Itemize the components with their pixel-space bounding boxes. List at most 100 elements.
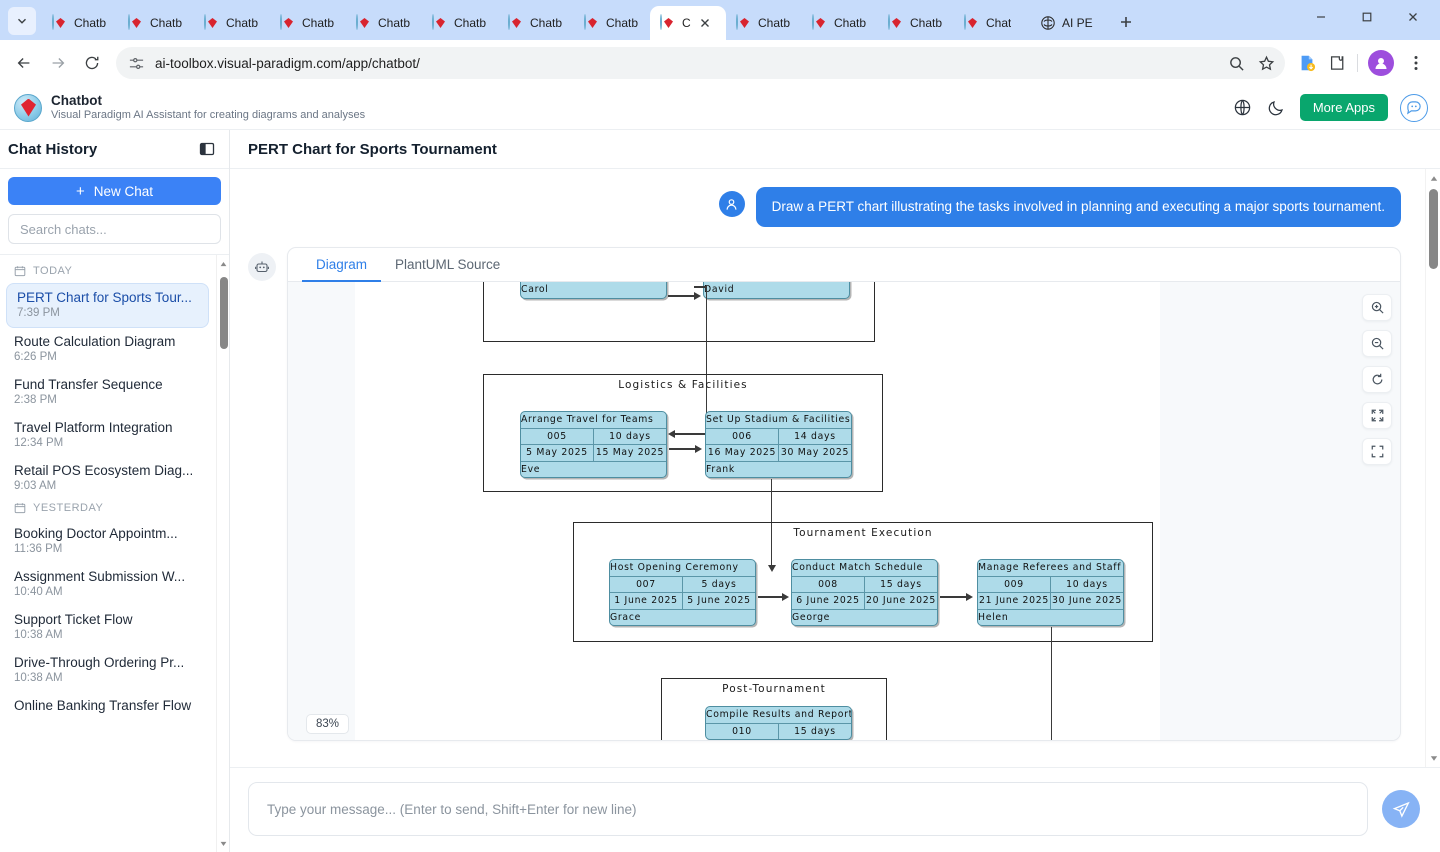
- browser-tab[interactable]: Chatb: [574, 6, 650, 40]
- zoom-level-badge: 83%: [306, 714, 350, 735]
- sidebar-header: Chat History: [0, 130, 229, 169]
- node-id: 009: [978, 576, 1051, 593]
- search-chats-input[interactable]: [8, 214, 221, 244]
- node-id: 006: [706, 428, 779, 445]
- page-title: PERT Chart for Sports Tournament: [248, 140, 497, 158]
- diagram-canvas-wrapper[interactable]: 003 10 days 10 Apr 2025 20 Apr 2025: [288, 282, 1400, 741]
- pert-node-008[interactable]: Conduct Match Schedule 008 15 days 6 Jun…: [791, 559, 938, 627]
- diagram-group-post: Post-Tournament: [661, 678, 887, 741]
- close-window-button[interactable]: [1390, 0, 1436, 34]
- chat-scroll-thumb[interactable]: [1429, 189, 1438, 269]
- zoom-in-button[interactable]: [1362, 294, 1392, 322]
- diagram-tab-plantuml-source[interactable]: PlantUML Source: [395, 257, 501, 273]
- browser-tab[interactable]: Chatb: [802, 6, 878, 40]
- vp-favicon: [280, 14, 296, 31]
- sidebar-scroll-thumb[interactable]: [219, 277, 228, 349]
- sidebar-collapse-button[interactable]: [197, 139, 217, 159]
- send-message-button[interactable]: [1382, 790, 1420, 828]
- edge-arrowhead: [694, 292, 701, 301]
- browser-tab[interactable]: Chat: [954, 6, 1030, 40]
- fit-screen-button[interactable]: [1362, 402, 1392, 430]
- fit-screen-icon: [1371, 409, 1383, 422]
- address-bar[interactable]: ai-toolbox.visual-paradigm.com/app/chatb…: [116, 47, 1285, 79]
- diagram-tab-diagram[interactable]: Diagram: [302, 248, 382, 283]
- profile-button[interactable]: [1368, 50, 1394, 76]
- chat-area: Draw a PERT chart illustrating the tasks…: [230, 169, 1440, 767]
- diagram-viewport[interactable]: 003 10 days 10 Apr 2025 20 Apr 2025: [288, 282, 1344, 741]
- language-button[interactable]: [1232, 97, 1254, 119]
- chat-item-time: 9:03 AM: [14, 480, 57, 492]
- zoom-indicator-button[interactable]: [1223, 50, 1249, 76]
- reset-zoom-button[interactable]: [1362, 366, 1392, 394]
- save-page-button[interactable]: [1293, 49, 1321, 77]
- chat-history-item[interactable]: Retail POS Ecosystem Diag...9:03 AM: [0, 457, 217, 500]
- new-chat-button[interactable]: + New Chat: [8, 177, 221, 205]
- chat-history-item[interactable]: Drive-Through Ordering Pr...10:38 AM: [0, 649, 217, 692]
- pert-node-009[interactable]: Manage Referees and Staff 009 10 days 21…: [977, 559, 1124, 627]
- chat-history-item-active[interactable]: PERT Chart for Sports Tour...7:39 PM: [6, 283, 209, 328]
- scroll-down-arrow-icon[interactable]: [1426, 750, 1440, 765]
- browser-tab[interactable]: Chatb: [194, 6, 270, 40]
- diagram-canvas[interactable]: 003 10 days 10 Apr 2025 20 Apr 2025: [355, 282, 1160, 741]
- pert-node-004[interactable]: 004 10 days 21 Apr 2025 30 Apr 2025: [703, 282, 850, 299]
- browser-tab[interactable]: Chatb: [346, 6, 422, 40]
- extensions-button[interactable]: [1323, 49, 1351, 77]
- node-start: 21 June 2025: [978, 593, 1051, 609]
- user-message-row: Draw a PERT chart illustrating the tasks…: [248, 187, 1401, 228]
- pert-node-010[interactable]: Compile Results and Reports 010 15 days: [705, 706, 852, 741]
- scroll-up-arrow-icon[interactable]: [217, 257, 229, 271]
- scroll-up-arrow-icon[interactable]: [1426, 171, 1440, 186]
- tab-search-dropdown-button[interactable]: [8, 7, 36, 35]
- more-apps-button[interactable]: More Apps: [1299, 94, 1388, 121]
- minimize-button[interactable]: [1298, 0, 1344, 34]
- edge-008-009: [940, 596, 968, 598]
- theme-toggle-button[interactable]: [1266, 97, 1288, 119]
- chat-history-item[interactable]: Online Banking Transfer Flow: [0, 692, 217, 721]
- save-page-icon: [1301, 55, 1316, 72]
- pert-node-006[interactable]: Set Up Stadium & Facilities 006 14 days …: [705, 411, 852, 479]
- browser-menu-button[interactable]: [1400, 47, 1432, 79]
- sidebar-scrollbar[interactable]: [216, 255, 229, 852]
- chat-history-item[interactable]: Assignment Submission W...10:40 AM: [0, 563, 217, 606]
- pert-node-003[interactable]: 003 10 days 10 Apr 2025 20 Apr 2025: [520, 282, 667, 299]
- reload-button[interactable]: [76, 47, 108, 79]
- browser-tab[interactable]: AI PE: [1030, 6, 1106, 40]
- scroll-down-arrow-icon[interactable]: [217, 836, 229, 850]
- kebab-menu-icon: [1414, 56, 1418, 70]
- zoom-out-button[interactable]: [1362, 330, 1392, 358]
- tab-label: Chatb: [834, 16, 867, 30]
- fullscreen-button[interactable]: [1362, 438, 1392, 466]
- chat-history-item[interactable]: Booking Doctor Appointm...11:36 PM: [0, 520, 217, 563]
- tab-label: Chatb: [74, 16, 107, 30]
- tab-label: Chatb: [454, 16, 487, 30]
- node-end: 30 June 2025: [1051, 595, 1123, 607]
- chat-scrollbar[interactable]: [1425, 169, 1440, 767]
- browser-tab[interactable]: Chatb: [878, 6, 954, 40]
- browser-tab[interactable]: Chatb: [498, 6, 574, 40]
- browser-tab[interactable]: Chatb: [118, 6, 194, 40]
- tab-close-button[interactable]: [697, 15, 713, 31]
- history-group-label: YESTERDAY: [33, 502, 104, 514]
- browser-tab[interactable]: Chatb: [270, 6, 346, 40]
- back-button[interactable]: [8, 47, 40, 79]
- chat-assistant-button[interactable]: [1400, 93, 1428, 122]
- browser-tab[interactable]: Chatb: [726, 6, 802, 40]
- diagram-group-execution: Tournament Execution: [573, 522, 1153, 643]
- diagram-card-tabs: Diagram PlantUML Source: [288, 248, 1400, 283]
- pert-node-005[interactable]: Arrange Travel for Teams 005 10 days 5 M…: [520, 411, 667, 479]
- message-input[interactable]: [248, 782, 1368, 836]
- forward-button[interactable]: [42, 47, 74, 79]
- browser-tab[interactable]: Chatb: [422, 6, 498, 40]
- bookmark-button[interactable]: [1253, 50, 1279, 76]
- maximize-button[interactable]: [1344, 0, 1390, 34]
- browser-tab-active[interactable]: C: [650, 6, 726, 40]
- app-brand: Chatbot Visual Paradigm AI Assistant for…: [14, 93, 365, 122]
- browser-tab[interactable]: Chatb: [42, 6, 118, 40]
- pert-node-007[interactable]: Host Opening Ceremony 007 5 days 1 June …: [609, 559, 756, 627]
- new-tab-button[interactable]: [1112, 8, 1140, 36]
